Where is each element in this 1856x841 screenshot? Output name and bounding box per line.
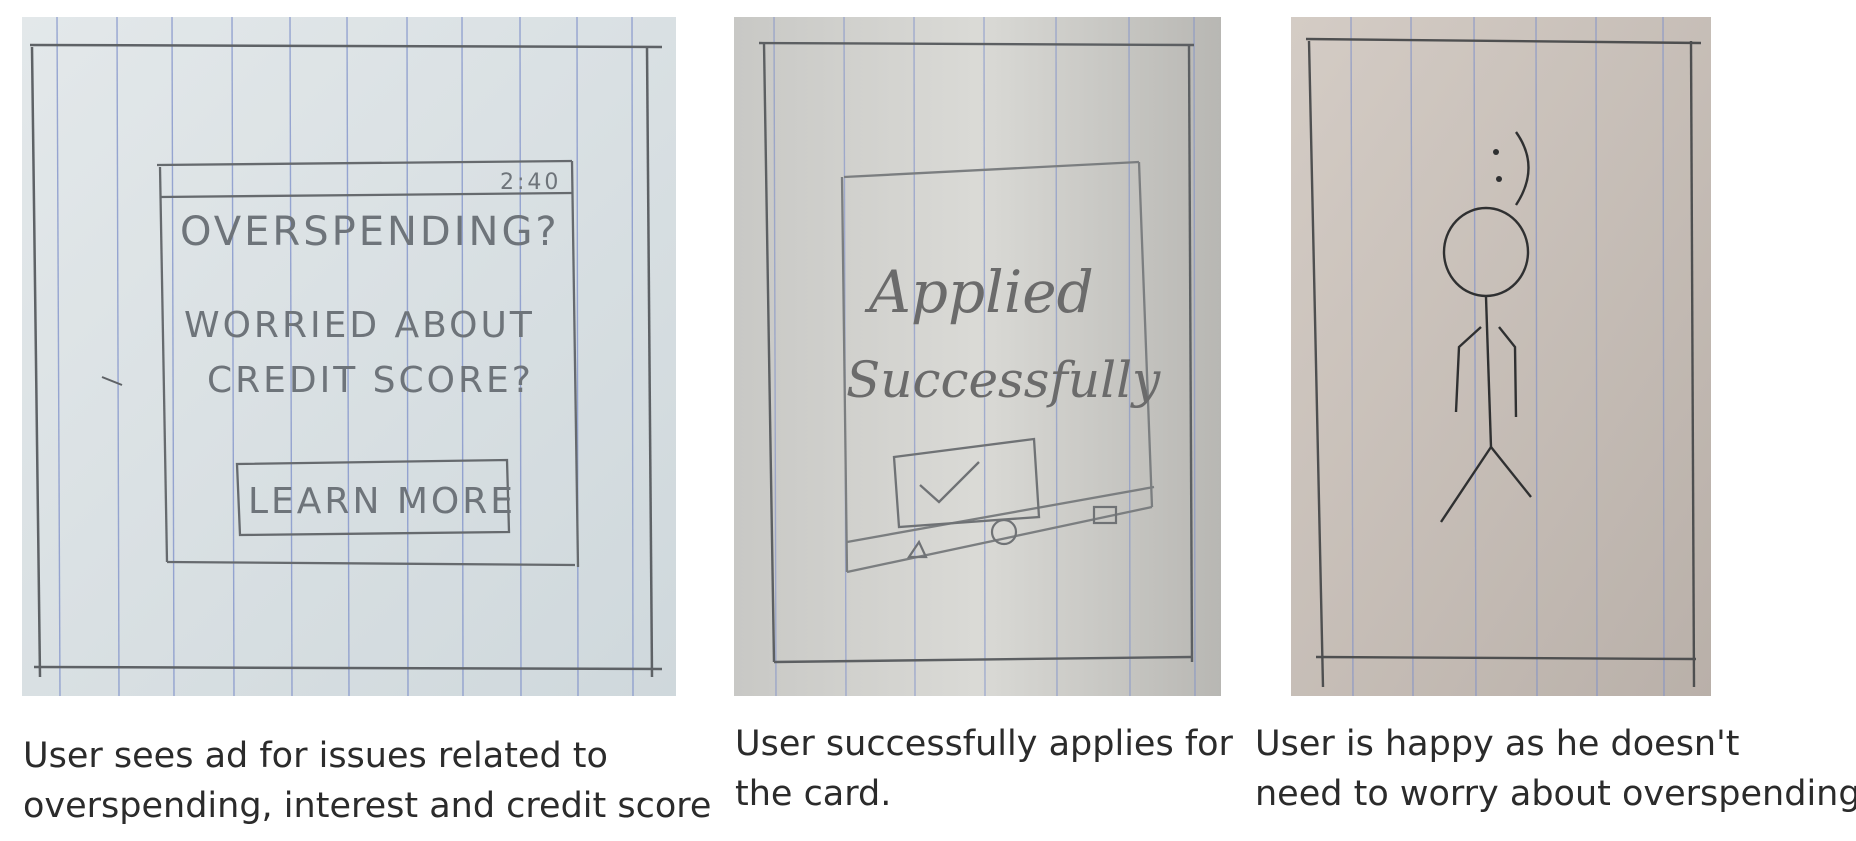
learn-more-button-outline — [235, 458, 511, 537]
sketch-ad-screen-drawing: 2:40 OVERSPENDING? WORRIED ABOUT CREDIT … — [22, 17, 676, 696]
sketch-ad-screen: 2:40 OVERSPENDING? WORRIED ABOUT CREDIT … — [22, 17, 676, 696]
sketch-applied-screen: Applied Successfully — [734, 17, 1221, 696]
caption-line: overspending, interest and credit score — [23, 786, 712, 826]
caption-line: User successfully applies for — [735, 724, 1233, 764]
caption-line: User is happy as he doesn't — [1255, 724, 1740, 764]
sketch-happy-user: :) — [1291, 17, 1711, 696]
ad-body-line-2: CREDIT SCORE? — [207, 360, 534, 401]
learn-more-button-label: LEARN MORE — [248, 481, 516, 522]
caption-applied-screen: User successfully applies for the card. — [735, 719, 1233, 819]
status-time: 2:40 — [500, 170, 561, 195]
caption-line: need to worry about overspending — [1255, 774, 1856, 814]
ad-body-line-1: WORRIED ABOUT — [184, 305, 535, 346]
sketch-applied-screen-drawing: Applied Successfully — [734, 17, 1221, 696]
smiley-face-icon — [1493, 131, 1530, 206]
caption-happy-user: User is happy as he doesn't need to worr… — [1255, 719, 1856, 819]
applied-message-line-1: Applied — [864, 258, 1094, 326]
ad-headline: OVERSPENDING? — [180, 209, 560, 255]
nav-buttons-icon — [906, 505, 1118, 559]
caption-line: the card. — [735, 774, 892, 814]
caption-line: User sees ad for issues related to — [23, 736, 608, 776]
sketch-happy-user-drawing: :) — [1291, 17, 1711, 696]
applied-message-line-2: Successfully — [846, 351, 1161, 409]
stick-figure-icon — [1440, 206, 1532, 523]
checkmark-icon — [892, 437, 1041, 529]
caption-ad-screen: User sees ad for issues related to overs… — [23, 731, 711, 831]
